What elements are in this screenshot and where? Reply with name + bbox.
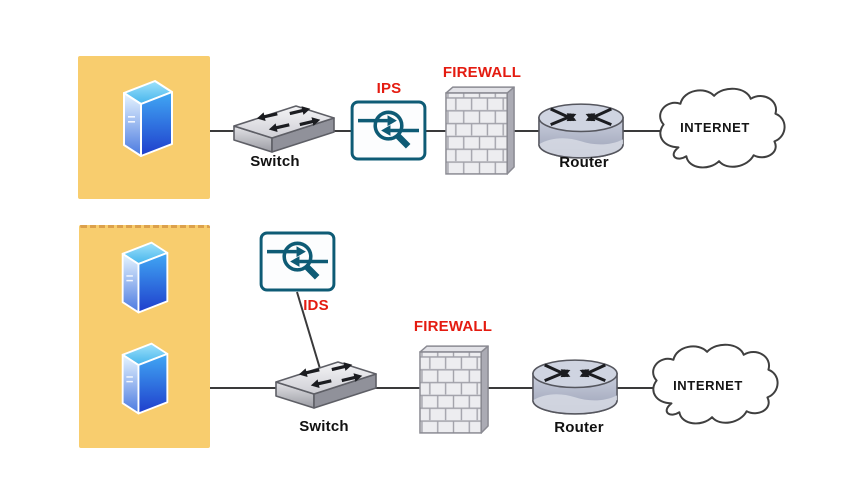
firewall-icon xyxy=(418,343,493,438)
internet-cloud xyxy=(650,84,792,177)
connection-line-ids-tap xyxy=(296,291,322,373)
switch-icon xyxy=(232,104,336,154)
firewall-label: FIREWALL xyxy=(413,318,493,335)
internet-label: INTERNET xyxy=(673,378,743,393)
server-icon xyxy=(119,79,177,159)
server-icon xyxy=(118,341,172,417)
router-label: Router xyxy=(559,154,609,171)
internet-label: INTERNET xyxy=(680,120,750,135)
firewall-icon xyxy=(444,84,519,179)
ids-sensor-icon xyxy=(259,231,336,292)
router-label: Router xyxy=(554,419,604,436)
ips-sensor-icon xyxy=(350,100,427,161)
router-icon xyxy=(531,357,619,418)
internet-cloud xyxy=(643,340,785,433)
firewall-label: FIREWALL xyxy=(442,64,522,81)
server-icon xyxy=(118,240,172,316)
switch-icon xyxy=(274,360,378,410)
ids-label: IDS xyxy=(303,297,329,314)
ips-label: IPS xyxy=(376,80,402,97)
switch-label: Switch xyxy=(250,153,300,170)
router-icon xyxy=(537,101,625,162)
switch-label: Switch xyxy=(299,418,349,435)
